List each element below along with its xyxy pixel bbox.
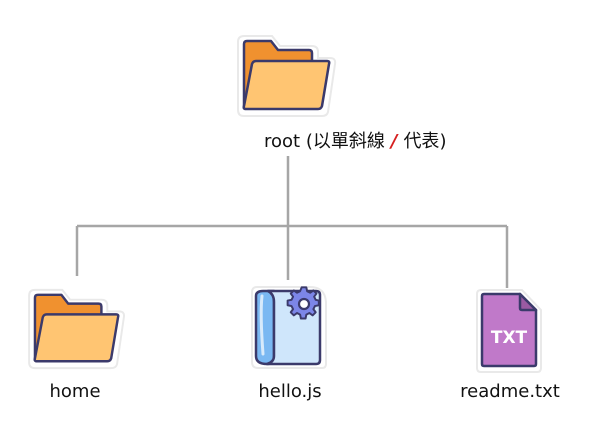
hello-js-label: hello.js xyxy=(258,381,322,402)
home-label: home xyxy=(49,381,101,402)
root-folder-icon[interactable] xyxy=(234,32,338,120)
readme-txt-label: readme.txt xyxy=(460,381,560,402)
root-desc-before: 以單斜線 xyxy=(312,131,385,152)
root-desc-after: 代表 xyxy=(403,131,440,152)
txt-badge: TXT xyxy=(491,328,528,348)
root-label: root (以單斜線/代表) xyxy=(264,131,446,153)
root-paren-close: ) xyxy=(439,131,447,152)
script-file-gear-icon[interactable] xyxy=(246,284,330,370)
root-paren-open: ( xyxy=(305,131,313,152)
root-slash-symbol: / xyxy=(390,131,398,152)
root-name: root xyxy=(264,131,301,152)
txt-file-icon[interactable]: TXT xyxy=(474,288,544,374)
home-folder-icon[interactable] xyxy=(20,286,132,372)
